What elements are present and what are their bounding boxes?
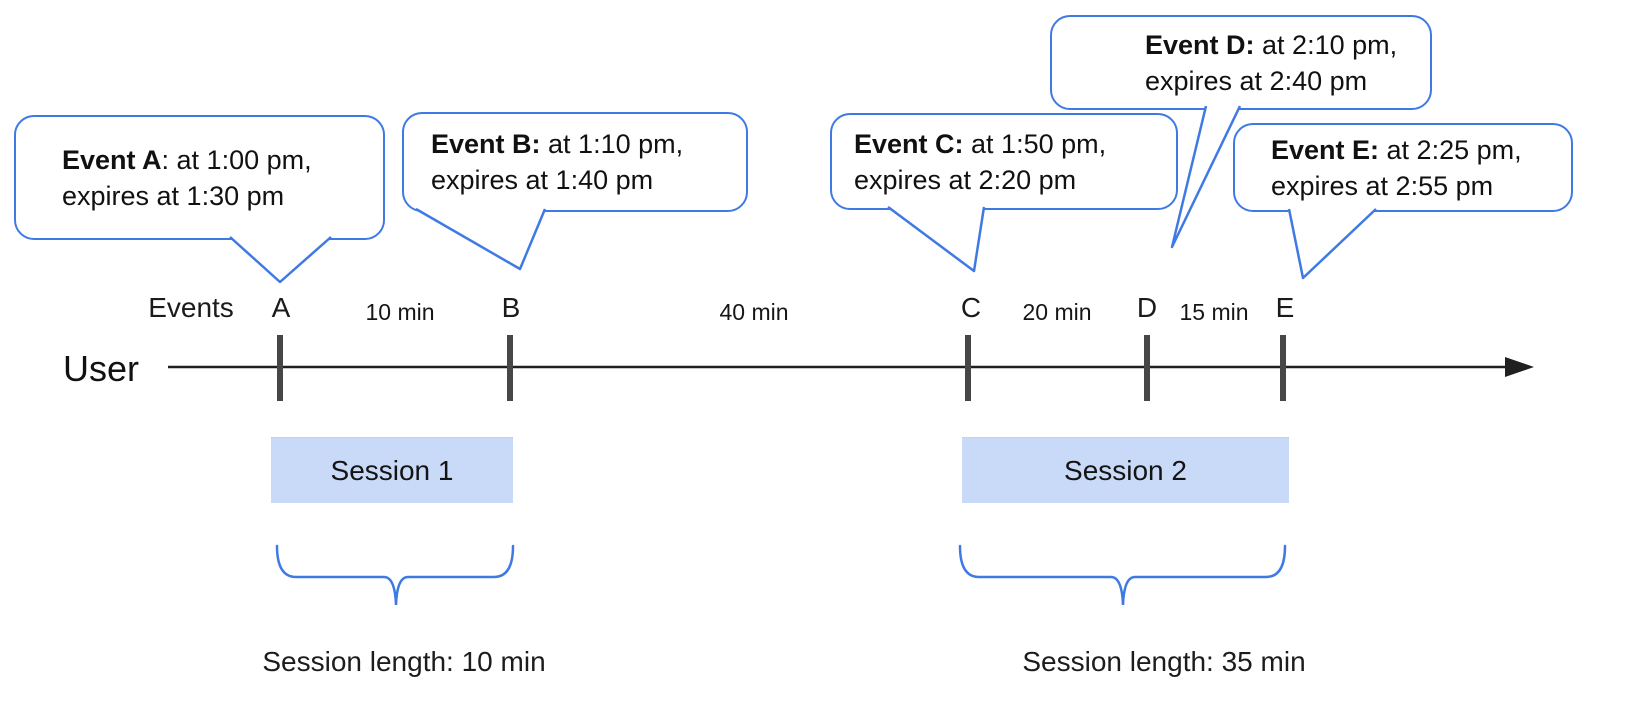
event-e-bubble: Event E: at 2:25 pm, expires at 2:55 pm	[1233, 123, 1573, 212]
events-label: Events	[148, 292, 234, 323]
bubble-tail-d	[1170, 105, 1242, 249]
event-c-bubble: Event C: at 1:50 pm, expires at 2:20 pm	[830, 113, 1178, 210]
event-c-line1: Event C: at 1:50 pm,	[854, 128, 1107, 159]
event-e-line1: Event E: at 2:25 pm,	[1271, 134, 1522, 165]
session-2-label: Session 2	[1064, 454, 1187, 486]
user-label: User	[63, 348, 140, 389]
session-2-box: Session 2	[962, 437, 1289, 503]
interval-label-15min: 15 min	[1179, 299, 1249, 325]
tick-label-c: C	[960, 292, 982, 323]
event-d-bubble: Event D: at 2:10 pm, expires at 2:40 pm	[1050, 15, 1432, 110]
interval-label-20min: 20 min	[1022, 299, 1092, 325]
event-d-line2: expires at 2:40 pm	[1145, 65, 1368, 96]
bubble-tail-e	[1287, 208, 1377, 280]
event-d-line1: Event D: at 2:10 pm,	[1145, 29, 1398, 60]
interval-label-10min: 10 min	[365, 299, 435, 325]
tick-label-e: E	[1275, 292, 1295, 323]
tick-label-b: B	[501, 292, 521, 323]
event-a-bubble: Event A: at 1:00 pm, expires at 1:30 pm	[14, 115, 385, 240]
interval-label-40min: 40 min	[719, 299, 789, 325]
bubble-tail-b	[415, 207, 547, 271]
event-a-line2: expires at 1:30 pm	[62, 180, 285, 211]
session-1-label: Session 1	[330, 454, 454, 486]
tick-label-a: A	[271, 292, 291, 323]
event-b-line1: Event B: at 1:10 pm,	[431, 129, 684, 159]
session-2-length-label: Session length: 35 min	[1022, 646, 1306, 677]
session-1-brace	[275, 544, 515, 606]
bubble-tail-a	[229, 236, 332, 284]
session-2-brace	[958, 544, 1287, 606]
tick-label-d: D	[1136, 292, 1158, 323]
session-1-length-label: Session length: 10 min	[262, 646, 546, 677]
event-b-line2: expires at 1:40 pm	[431, 165, 654, 195]
session-1-box: Session 1	[271, 437, 513, 503]
event-b-bubble: Event B: at 1:10 pm, expires at 1:40 pm	[402, 112, 748, 212]
bubble-tail-c	[887, 205, 986, 273]
event-c-line2: expires at 2:20 pm	[854, 164, 1077, 195]
event-e-line2: expires at 2:55 pm	[1271, 170, 1494, 201]
event-a-line1: Event A: at 1:00 pm,	[62, 144, 312, 175]
timeline-arrow-icon	[1505, 357, 1534, 377]
